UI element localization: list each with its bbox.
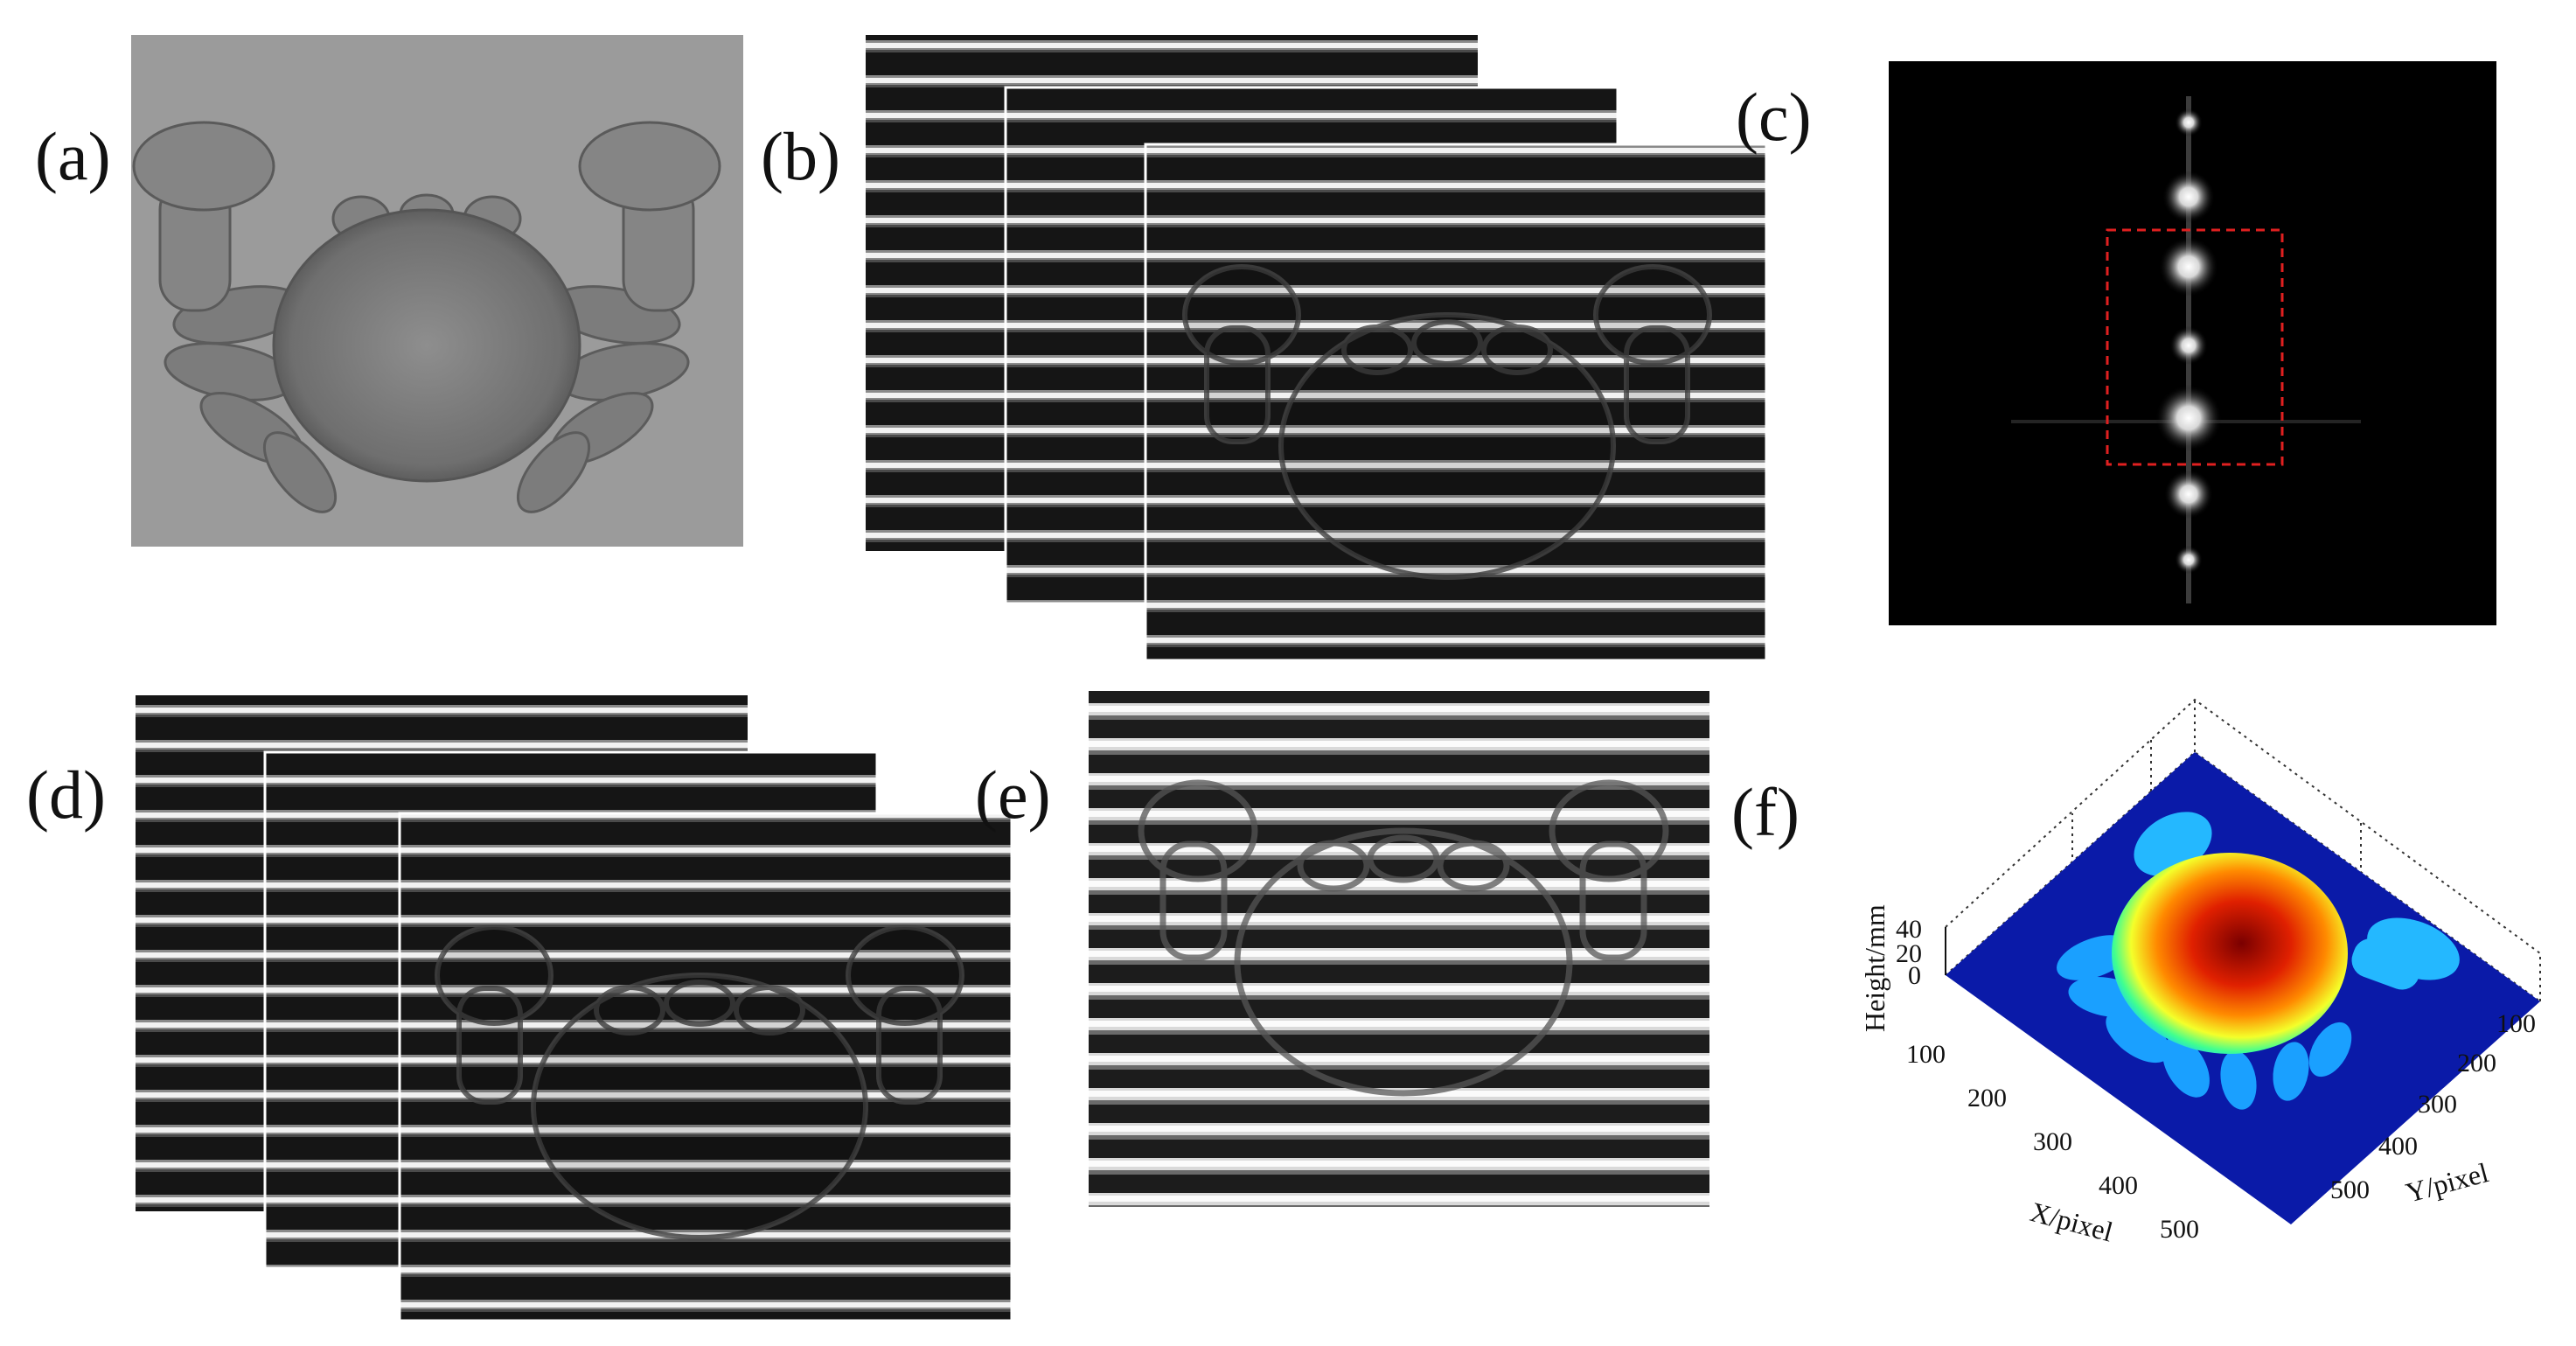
z-tick-40: 40: [1896, 915, 1922, 944]
panel-b: (b): [761, 35, 1768, 662]
z-axis-title: Height/mm: [1859, 904, 1890, 1032]
panel-d-label: (d): [26, 757, 106, 833]
plot-3d: 0 20 40 Height/mm 100 200 300 400 500 X/…: [1859, 698, 2541, 1248]
x-axis-title: X/pixel: [2027, 1196, 2116, 1248]
y-tick-100: 100: [2496, 1009, 2536, 1038]
panel-a-label: (a): [35, 118, 111, 194]
y-tick-500: 500: [2330, 1175, 2370, 1204]
x-tick-400: 400: [2099, 1171, 2138, 1200]
panel-b-label: (b): [761, 118, 840, 194]
y-tick-200: 200: [2457, 1049, 2496, 1077]
z-tick-0: 0: [1908, 961, 1921, 990]
panel-c: (c): [1736, 61, 2496, 625]
x-tick-300: 300: [2033, 1127, 2072, 1156]
z-axis: 0 20 40 Height/mm: [1859, 904, 1946, 1032]
fringe-image-b3: [1144, 143, 1768, 662]
panel-f-label: (f): [1731, 774, 1800, 850]
filter-window-box: [2106, 228, 2284, 466]
panel-f: (f): [1731, 698, 2541, 1248]
fringe-image-d3: [398, 812, 1013, 1322]
panel-d: (d): [26, 695, 1013, 1322]
y-tick-400: 400: [2378, 1132, 2418, 1161]
plot-3d-box: [1945, 698, 2541, 1002]
panel-c-label: (c): [1736, 79, 1812, 155]
panel-e: (e): [975, 691, 1709, 1207]
x-tick-100: 100: [1906, 1040, 1946, 1069]
spectrum-peaks: [2011, 96, 2361, 603]
x-tick-500: 500: [2160, 1215, 2199, 1244]
crab-photo: [132, 121, 721, 513]
y-tick-300: 300: [2418, 1090, 2457, 1119]
panel-e-label: (e): [975, 757, 1051, 833]
panel-a: (a): [35, 35, 743, 547]
z-tick-20: 20: [1896, 939, 1922, 968]
x-tick-200: 200: [1967, 1084, 2007, 1112]
y-axis-title: Y/pixel: [2402, 1156, 2491, 1209]
height-surface: [2057, 812, 2460, 1110]
wrapped-phase-image: [1089, 691, 1709, 1207]
